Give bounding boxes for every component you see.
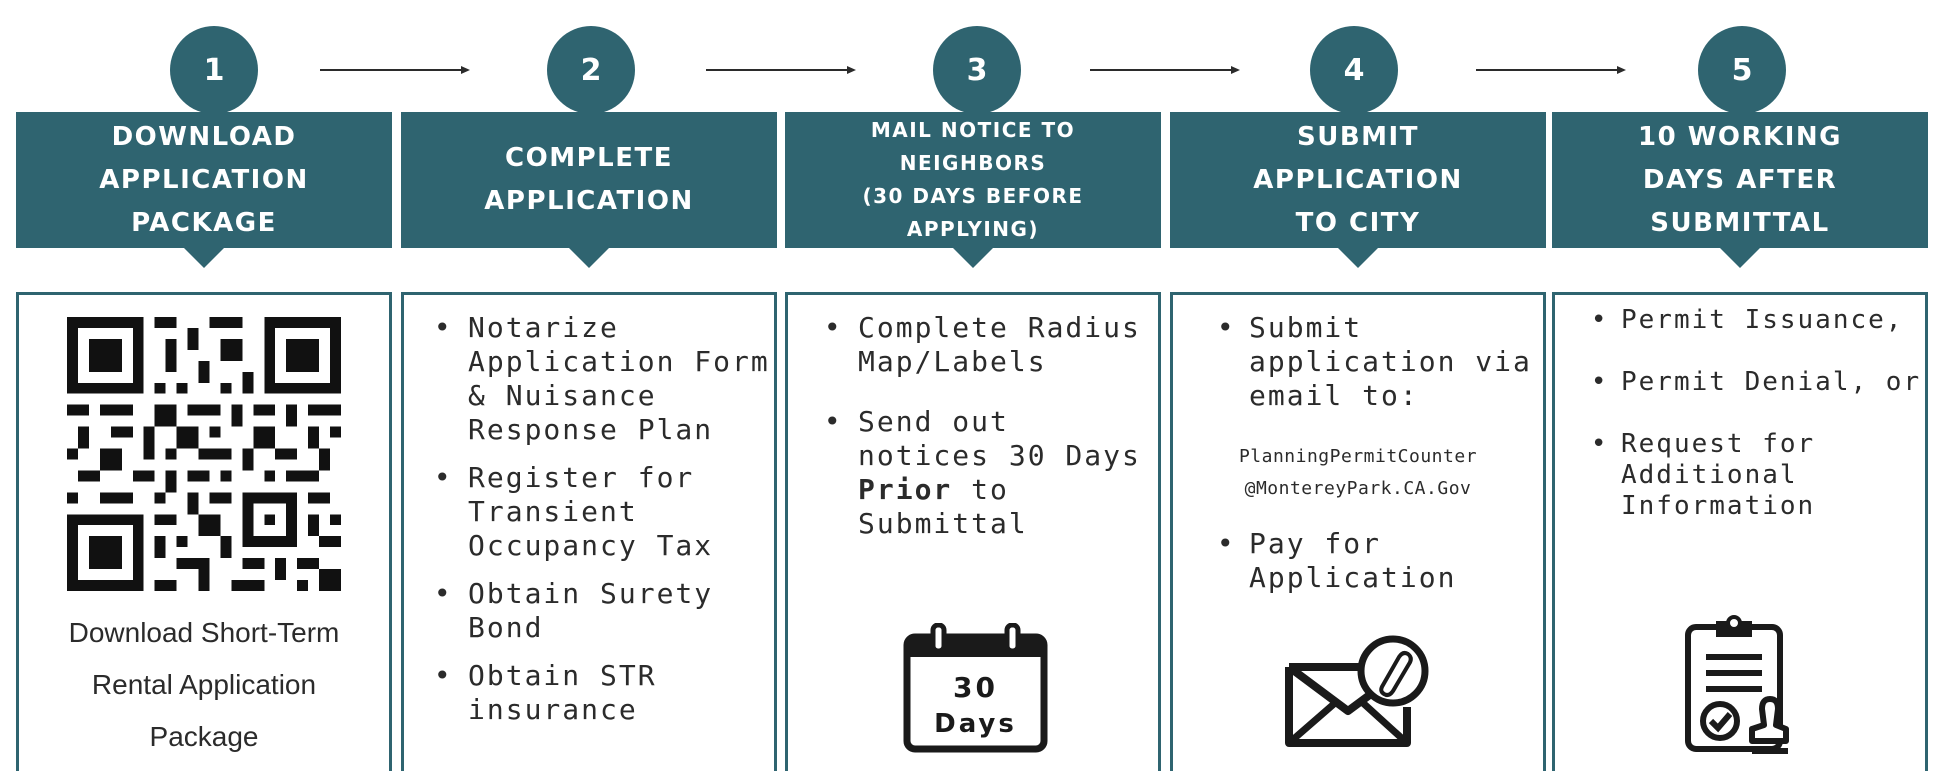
- list-item: Pay for Application: [1173, 527, 1543, 595]
- step-2-number: 2: [580, 52, 602, 88]
- list-item: Obtain Surety Bond: [404, 577, 774, 645]
- step-1-header-text: DOWNLOAD APPLICATION PACKAGE: [99, 121, 309, 238]
- step-2-circle: 2: [547, 26, 635, 114]
- arrow-4-to-5: [1476, 66, 1626, 74]
- list-item: Complete Radius Map/Labels: [788, 311, 1158, 379]
- step-1-header: DOWNLOAD APPLICATION PACKAGE: [16, 112, 392, 268]
- step-4-panel: Submit application via email to: Plannin…: [1170, 292, 1546, 771]
- qr-caption-line-3: Package: [149, 721, 259, 752]
- step-3-circle: 3: [933, 26, 1021, 114]
- step-5-list: Permit Issuance, Permit Denial, or Reque…: [1555, 305, 1925, 522]
- step-4-list-top: Submit application via email to:: [1173, 311, 1543, 413]
- qr-caption-line-2: Rental Application: [91, 669, 317, 700]
- arrow-1-to-2: [320, 66, 470, 74]
- list-item: Permit Denial, or: [1555, 367, 1925, 398]
- list-item: Send out notices 30 Days Prior to Submit…: [788, 405, 1158, 541]
- step-3-number: 3: [966, 52, 988, 88]
- list-item: Obtain STR insurance: [404, 659, 774, 727]
- qr-code-icon[interactable]: [67, 317, 341, 591]
- step-4-list-bottom: Pay for Application: [1173, 527, 1543, 595]
- notice-text-start: Send out notices 30 Days: [858, 405, 1141, 472]
- arrow-2-to-3: [706, 66, 856, 74]
- calendar-unit: Days: [934, 709, 1017, 739]
- list-item: Permit Issuance,: [1555, 305, 1925, 336]
- step-4-circle: 4: [1310, 26, 1398, 114]
- list-item: Register for Transient Occupancy Tax: [404, 461, 774, 563]
- calendar-icon: 30 Days: [903, 623, 1048, 753]
- envelope-attachment-icon: [1285, 635, 1429, 747]
- step-1-panel: Download Short-Term Rental Application P…: [16, 292, 392, 771]
- step-5-header: 10 WORKING DAYS AFTER SUBMITTAL: [1552, 112, 1928, 268]
- step-3-header: MAIL NOTICE TO NEIGHBORS (30 DAYS BEFORE…: [785, 112, 1161, 268]
- step-3-header-text: MAIL NOTICE TO NEIGHBORS (30 DAYS BEFORE…: [862, 118, 1084, 241]
- step-4-header-text: SUBMIT APPLICATION TO CITY: [1253, 121, 1463, 238]
- step-3-list: Complete Radius Map/Labels Send out noti…: [788, 311, 1158, 541]
- list-item: Notarize Application Form & Nuisance Res…: [404, 311, 774, 447]
- step-4-number: 4: [1343, 52, 1365, 88]
- list-item: Submit application via email to:: [1173, 311, 1543, 413]
- step-4-header: SUBMIT APPLICATION TO CITY: [1170, 112, 1546, 268]
- notice-text-bold: Prior: [858, 473, 953, 506]
- step-1-circle: 1: [170, 26, 258, 114]
- step-2-panel: Notarize Application Form & Nuisance Res…: [401, 292, 777, 771]
- calendar-number: 30: [953, 671, 998, 704]
- step-2-header: COMPLETE APPLICATION: [401, 112, 777, 268]
- step-2-header-text: COMPLETE APPLICATION: [484, 143, 694, 216]
- qr-caption: Download Short-Term Rental Application P…: [19, 607, 389, 763]
- step-1-number: 1: [203, 52, 225, 88]
- qr-caption-line-1: Download Short-Term: [68, 617, 340, 648]
- step-5-circle: 5: [1698, 26, 1786, 114]
- arrow-3-to-4: [1090, 66, 1240, 74]
- email-address[interactable]: PlanningPermitCounter @MontereyPark.CA.G…: [1238, 446, 1478, 499]
- step-5-number: 5: [1731, 52, 1753, 88]
- list-item: Request for Additional Information: [1555, 429, 1925, 522]
- notice-text-end: to Submittal: [858, 473, 1028, 540]
- step-2-list: Notarize Application Form & Nuisance Res…: [404, 311, 774, 727]
- clipboard-stamp-icon: [1685, 615, 1789, 754]
- step-5-panel: Permit Issuance, Permit Denial, or Reque…: [1552, 292, 1928, 771]
- step-5-header-text: 10 WORKING DAYS AFTER SUBMITTAL: [1638, 121, 1842, 238]
- step-3-panel: Complete Radius Map/Labels Send out noti…: [785, 292, 1161, 771]
